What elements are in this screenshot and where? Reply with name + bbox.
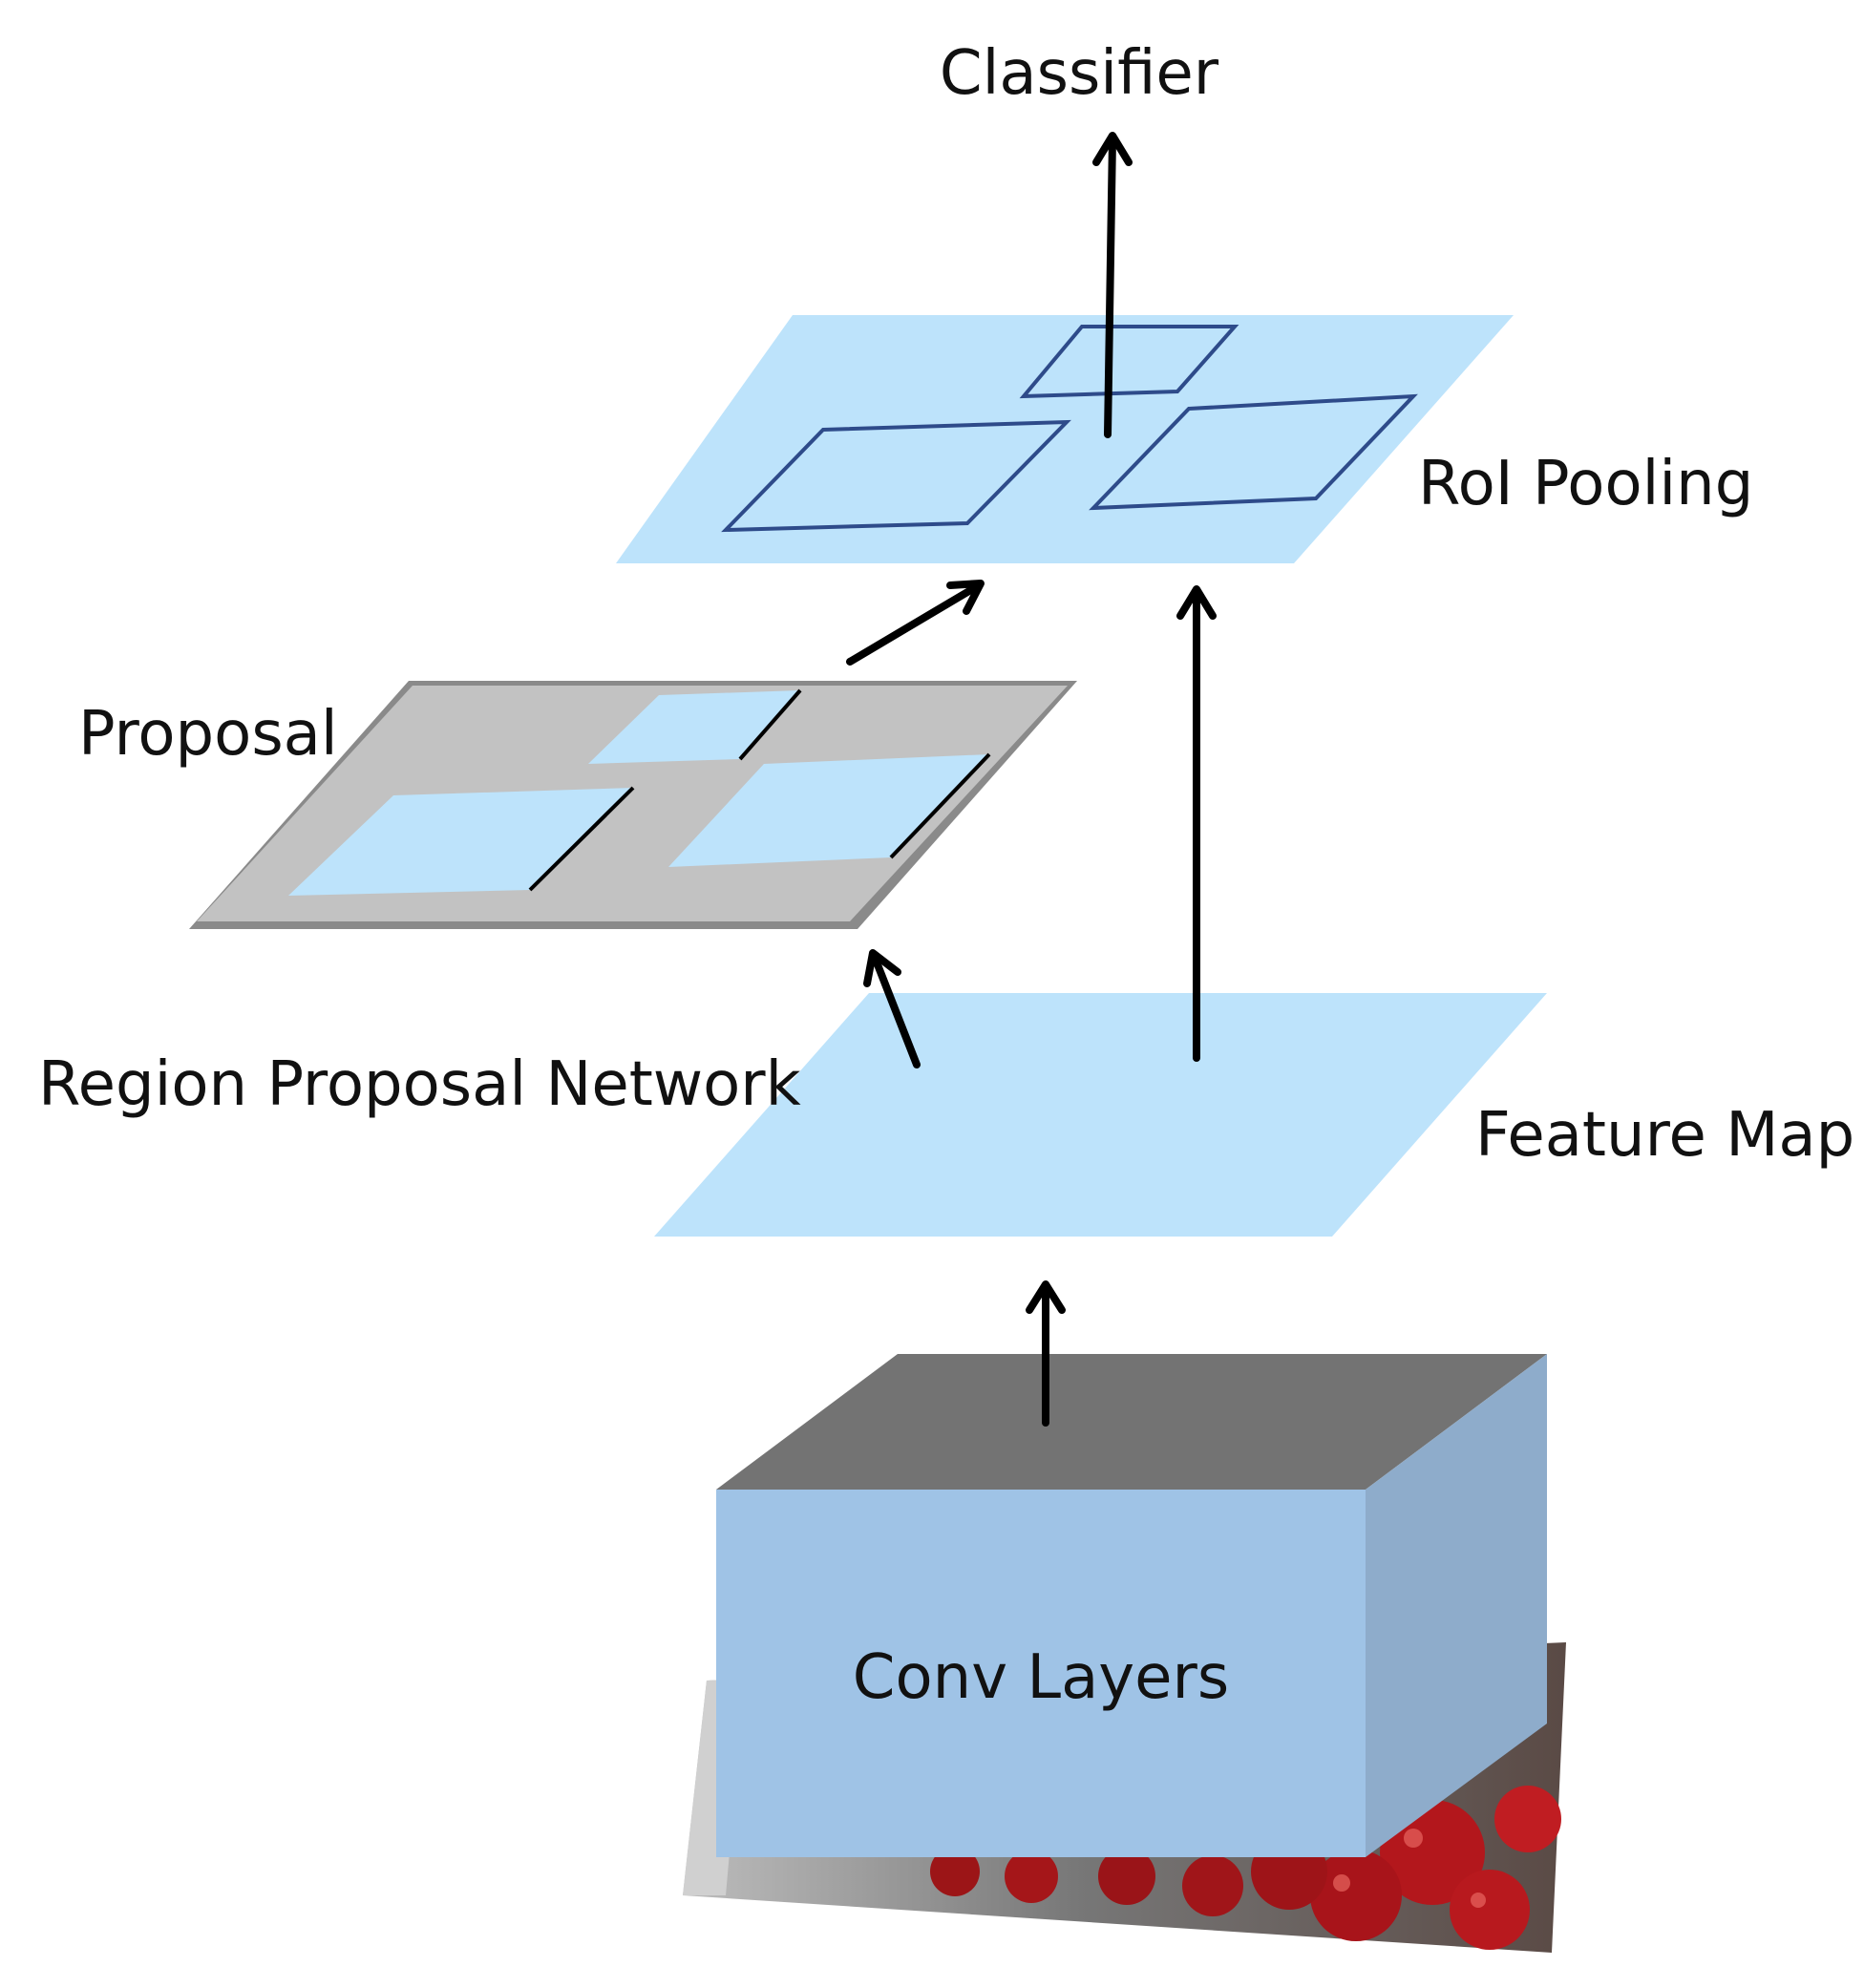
arrow-conv-to-feature-map [1026, 1280, 1066, 1427]
arrow-feature-map-to-roi-pooling [1176, 585, 1217, 1062]
classifier-label: Classifier [940, 38, 1219, 109]
proposal-region [668, 754, 989, 867]
proposal-plane [189, 681, 1077, 929]
roi-box [1089, 393, 1418, 511]
conv-block-front [716, 1490, 1366, 1857]
feature-map-plane [654, 993, 1547, 1237]
proposal-label: Proposal [78, 699, 338, 770]
roi-pooling-plane [616, 315, 1514, 563]
roi-box [1019, 325, 1239, 399]
proposal-region [588, 690, 800, 764]
conv-layers-block: Conv Layers [716, 1354, 1547, 1857]
conv-block-top [716, 1354, 1547, 1490]
roi-pooling-label: RoI Pooling [1418, 449, 1753, 519]
conv-layers-label: Conv Layers [853, 1642, 1229, 1713]
arrow-rpn-to-proposal [863, 949, 921, 1068]
feature-map-label: Feature Map [1475, 1100, 1854, 1171]
arrow-roi-to-classifier [1092, 132, 1133, 438]
conv-block-side [1366, 1354, 1547, 1857]
rpn-label: Region Proposal Network [38, 1049, 801, 1120]
proposal-region [288, 788, 633, 896]
arrow-proposal-to-roi-pooling [846, 580, 985, 666]
apple-cluster [930, 1786, 1561, 1950]
roi-box [721, 419, 1071, 533]
